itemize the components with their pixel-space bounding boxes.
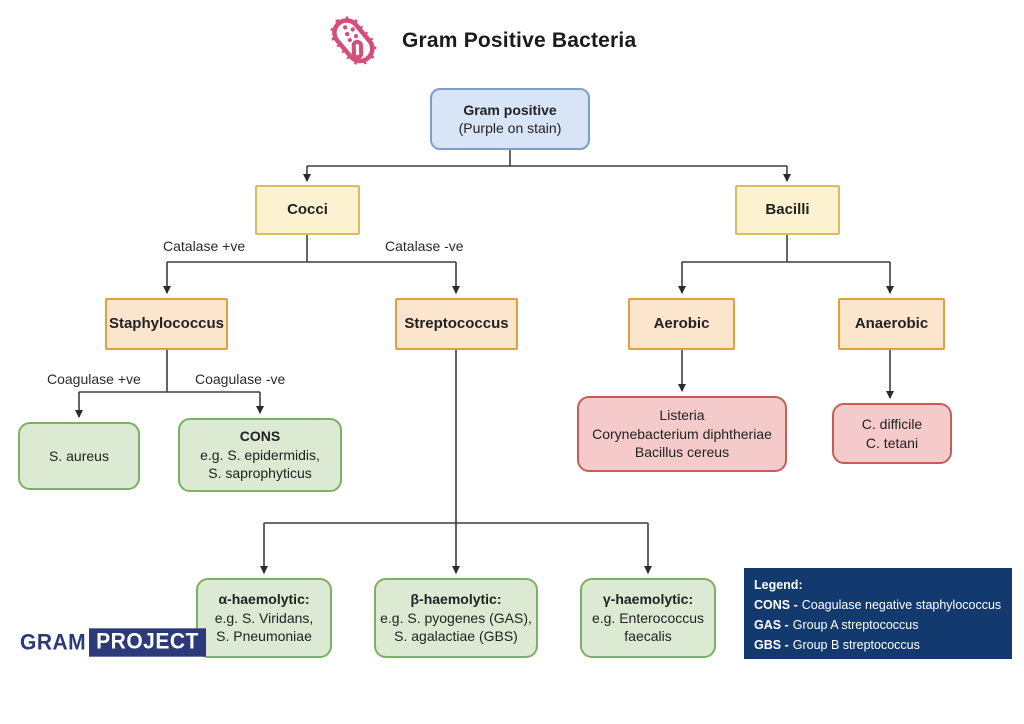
node-streptococcus-label: Streptococcus (404, 315, 509, 333)
node-cons-line1: e.g. S. epidermidis, (200, 446, 320, 463)
node-beta-haemolytic: β-haemolytic: e.g. S. pyogenes (GAS), S.… (374, 578, 538, 658)
node-beta-line1: e.g. S. pyogenes (GAS), (380, 609, 532, 626)
node-aerobic-examples-line1: Listeria (659, 407, 705, 424)
node-cons-title: CONS (239, 428, 281, 445)
edge-label-coagulase-positive: Coagulase +ve (47, 371, 141, 387)
bacteria-icon (330, 16, 377, 66)
node-alpha-line1: e.g. S. Viridans, (214, 609, 314, 626)
edge-label-coagulase-negative: Coagulase -ve (195, 371, 286, 387)
node-alpha-line2: S. Pneumoniae (216, 628, 312, 645)
node-staphylococcus: Staphylococcus (105, 298, 228, 350)
legend-term-cons: CONS - (754, 598, 798, 612)
node-alpha-title: α-haemolytic: (218, 591, 310, 608)
node-aerobic: Aerobic (628, 298, 735, 350)
node-gamma-line1: e.g. Enterococcus (591, 609, 705, 626)
edge-label-catalase-positive: Catalase +ve (163, 238, 246, 254)
legend-title: Legend: (754, 578, 803, 592)
node-aerobic-label: Aerobic (653, 315, 710, 333)
node-gamma-title: γ-haemolytic: (602, 591, 694, 608)
node-anaerobic: Anaerobic (838, 298, 945, 350)
node-anaerobic-examples: C. difficile C. tetani (832, 403, 952, 464)
node-gram-positive-subtitle: (Purple on stain) (458, 120, 562, 136)
node-cocci: Cocci (255, 185, 360, 235)
node-cons: CONS e.g. S. epidermidis, S. saprophytic… (178, 418, 342, 492)
node-aerobic-examples-line2: Corynebacterium diphtheriae (592, 425, 772, 442)
node-anaerobic-examples-line1: C. difficile (861, 416, 923, 433)
node-s-aureus-label: S. aureus (49, 447, 109, 464)
node-alpha-haemolytic: α-haemolytic: e.g. S. Viridans, S. Pneum… (196, 578, 332, 658)
node-aerobic-examples-line3: Bacillus cereus (634, 444, 730, 461)
node-beta-line2: S. agalactiae (GBS) (394, 628, 518, 645)
node-gamma-line2: faecalis (624, 628, 672, 645)
node-anaerobic-label: Anaerobic (854, 315, 929, 333)
legend-entry-cons: CONS -Coagulase negative staphylococcus (754, 595, 1002, 615)
node-streptococcus: Streptococcus (395, 298, 518, 350)
gram-project-logo: GRAM PROJECT (20, 628, 206, 657)
node-gram-positive: Gram positive (Purple on stain) (430, 88, 590, 150)
node-bacilli: Bacilli (735, 185, 840, 235)
node-bacilli-label: Bacilli (765, 201, 810, 219)
legend-box: Legend: CONS -Coagulase negative staphyl… (744, 568, 1012, 659)
page-header: Gram Positive Bacteria (322, 12, 636, 70)
legend-term-gbs: GBS - (754, 638, 789, 652)
node-gram-positive-title: Gram positive (463, 101, 557, 118)
node-anaerobic-examples-line2: C. tetani (865, 434, 919, 451)
node-cocci-label: Cocci (287, 201, 328, 219)
edge-bacilli-split (682, 235, 890, 263)
node-gamma-haemolytic: γ-haemolytic: e.g. Enterococcus faecalis (580, 578, 716, 658)
legend-desc-cons: Coagulase negative staphylococcus (801, 598, 1002, 612)
node-aerobic-examples: Listeria Corynebacterium diphtheriae Bac… (577, 396, 787, 472)
edge-gram-split (307, 150, 787, 167)
legend-term-gas: GAS - (754, 618, 789, 632)
logo-gram-text: GRAM (20, 629, 87, 655)
logo-project-text: PROJECT (89, 628, 206, 657)
legend-desc-gbs: Group B streptococcus (792, 638, 920, 652)
page-title: Gram Positive Bacteria (402, 29, 637, 52)
node-beta-title: β-haemolytic: (410, 591, 502, 608)
legend-entry-gbs: GBS -Group B streptococcus (754, 635, 1002, 655)
legend-desc-gas: Group A streptococcus (792, 618, 919, 632)
legend-entry-gas: GAS -Group A streptococcus (754, 615, 1002, 635)
node-staphylococcus-label: Staphylococcus (108, 315, 225, 333)
node-cons-line2: S. saprophyticus (208, 465, 312, 482)
edge-label-catalase-negative: Catalase -ve (385, 238, 464, 254)
node-s-aureus: S. aureus (18, 422, 140, 490)
